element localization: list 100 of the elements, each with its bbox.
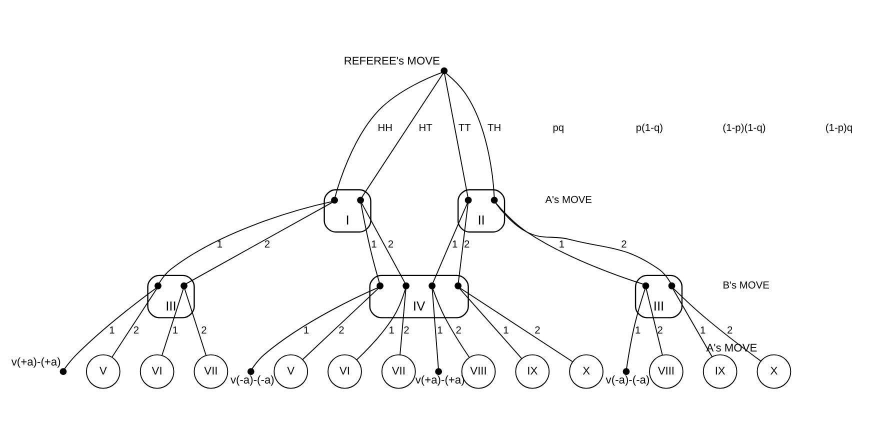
connector (672, 288, 713, 358)
edge-label: 2 (338, 325, 344, 336)
label: (1-p)q (825, 123, 853, 134)
edge-label: 1 (558, 240, 565, 251)
connector (459, 288, 522, 359)
connector (646, 288, 663, 356)
node-circle: X (569, 354, 604, 389)
edge-label: HH (378, 123, 393, 134)
edge-label: TT (458, 123, 471, 134)
connector (158, 201, 332, 284)
node-dot (376, 282, 384, 290)
edge-label: 1 (437, 325, 443, 336)
cluster: I (324, 189, 372, 233)
label: B's MOVE (722, 280, 770, 292)
node-dot (357, 196, 364, 204)
edge-label: 2 (534, 325, 540, 336)
node-dot (440, 67, 448, 74)
connector (356, 288, 406, 360)
node-circle: V (86, 354, 120, 389)
connector (446, 73, 495, 198)
edge-label: 1 (388, 325, 394, 336)
connector (361, 73, 444, 198)
edge-label: 1 (700, 325, 706, 336)
node-dot (435, 368, 442, 376)
connector (460, 288, 573, 362)
node-circle: IX (702, 354, 738, 389)
connector (432, 288, 470, 358)
cluster: II (457, 189, 506, 233)
node-circle: VII (194, 354, 228, 389)
connector (458, 202, 469, 284)
node-label: v(+a)-(+a) (415, 374, 465, 386)
edge-label: 1 (216, 240, 223, 251)
node-circle: VI (328, 354, 362, 389)
edge-label: 1 (109, 325, 115, 336)
connector (361, 202, 406, 284)
node-dot (60, 368, 67, 376)
node-label: v(-a)-(-a) (606, 374, 650, 386)
connector (186, 202, 333, 284)
node-dot (490, 196, 498, 204)
node-circle: VIII (649, 354, 684, 389)
edge-label: 1 (371, 240, 377, 251)
connector (444, 73, 468, 198)
node-label: REFEREE's MOVE (344, 56, 440, 68)
edge-label: 2 (726, 325, 733, 336)
connector (400, 288, 406, 356)
node-dot (642, 282, 650, 290)
connector (252, 287, 378, 370)
label: (1-p)(1-q) (722, 123, 766, 134)
edge-label: 1 (172, 325, 178, 336)
edge-label: 2 (464, 240, 470, 251)
node-label: v(-a)-(-a) (230, 374, 274, 386)
connector (334, 72, 442, 198)
node-dot (331, 196, 338, 204)
node-dot (402, 282, 410, 290)
connector (432, 288, 439, 369)
cluster: III (634, 274, 683, 318)
cluster: IV (369, 274, 469, 318)
edge-label: 1 (503, 325, 509, 336)
connector (302, 288, 379, 360)
label: A's MOVE (545, 194, 592, 206)
label: pq (552, 123, 564, 134)
connector (184, 288, 206, 356)
node-dot (668, 282, 676, 290)
node-circle: IX (515, 354, 550, 389)
edge-label: 2 (133, 325, 140, 336)
edge-label: 1 (303, 325, 310, 336)
node-circle: X (756, 354, 792, 389)
edge-label: 2 (264, 240, 270, 251)
edge-label: 1 (452, 240, 458, 251)
connector (64, 288, 156, 370)
edge-label: 2 (621, 240, 627, 251)
node-circle: VII (381, 354, 416, 389)
cluster: III (147, 274, 195, 318)
node-circle: V (274, 354, 308, 389)
edge-label: TH (488, 123, 502, 134)
node-dot (180, 282, 188, 290)
edge-label: 2 (201, 325, 207, 336)
connector (112, 288, 158, 358)
node-dot (154, 282, 162, 290)
connector (495, 202, 644, 285)
node-circle: VI (140, 354, 174, 389)
connector (673, 288, 762, 362)
connector (360, 202, 380, 284)
edge-label: 2 (404, 325, 410, 336)
connector (162, 288, 184, 356)
connector (626, 288, 646, 369)
edge-label: 2 (456, 325, 462, 336)
edge-label: 1 (635, 325, 641, 336)
node-dot (464, 196, 472, 204)
edge-label: 2 (657, 325, 663, 336)
node-dot (622, 368, 630, 376)
connector (495, 202, 671, 284)
node-label: v(+a)-(+a) (11, 356, 61, 368)
node-dot (428, 282, 436, 290)
connector (432, 202, 468, 284)
edge-label: 2 (388, 240, 394, 251)
node-dot (247, 368, 254, 376)
edge-label: HT (418, 123, 432, 134)
label: p(1-q) (636, 123, 664, 134)
node-dot (454, 282, 462, 290)
